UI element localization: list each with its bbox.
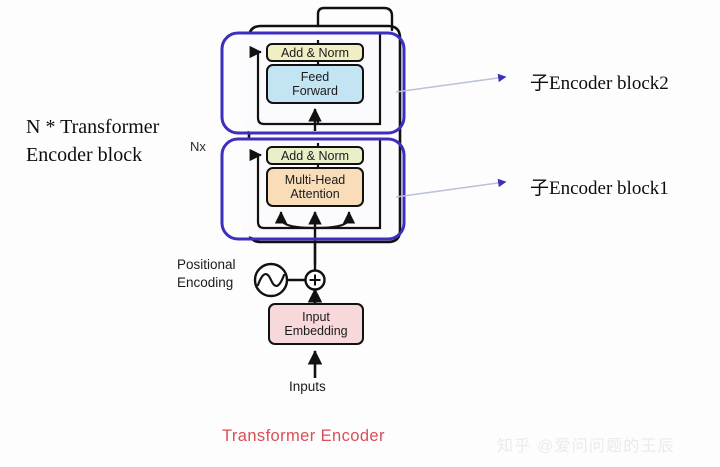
- label-positional-encoding: Positional Encoding: [177, 257, 236, 290]
- highlight-sub-encoder-block1: [220, 137, 406, 241]
- node-feed-forward[interactable]: Feed Forward: [266, 64, 364, 104]
- plus-add-icon: [304, 269, 326, 291]
- callout-label-sub-encoder-block1: 子Encoder block1: [530, 178, 669, 199]
- highlight-sub-encoder-block2: [220, 31, 406, 135]
- diagram-title: Transformer Encoder: [222, 427, 385, 445]
- callout-arrow-block2: [395, 73, 507, 93]
- label-inputs: Inputs: [289, 379, 326, 394]
- sine-wave-icon: [253, 262, 289, 298]
- callout-arrow-block1: [395, 178, 507, 198]
- encoder-output-line: [316, 6, 394, 32]
- watermark: 知乎 @爱问问题的王辰: [497, 438, 675, 455]
- residual-rail-bottom: [256, 138, 382, 230]
- annotation-n-transformer-encoder-block: N * Transformer Encoder block: [26, 116, 160, 167]
- qkv-branch-left: [274, 211, 316, 230]
- node-add-norm-bottom[interactable]: Add & Norm: [266, 146, 364, 165]
- node-add-norm-top[interactable]: Add & Norm: [266, 43, 364, 62]
- node-multi-head-attention[interactable]: Multi-Head Attention: [266, 167, 364, 207]
- annotation-nx-repeat: Nx: [190, 139, 206, 154]
- node-input-embedding[interactable]: Input Embedding: [268, 303, 364, 345]
- callout-label-sub-encoder-block2: 子Encoder block2: [530, 73, 669, 94]
- qkv-branch-right: [314, 211, 356, 230]
